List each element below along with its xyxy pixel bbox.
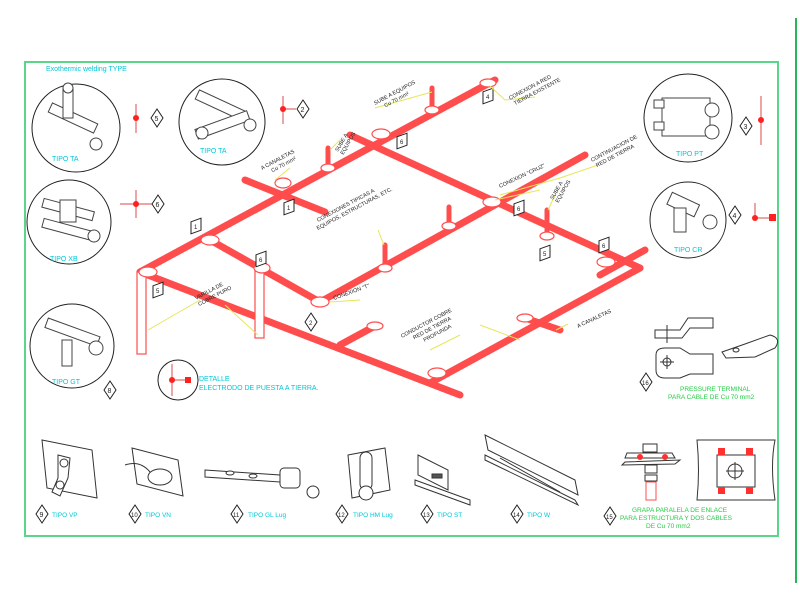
- bottom-type-label: TIPO ST: [437, 512, 462, 519]
- weld-type-num: 5: [155, 116, 159, 123]
- conductor-branch-canaleta: [241, 176, 329, 216]
- weld-joint: [310, 296, 330, 308]
- weld-joint: [424, 105, 440, 115]
- weld-type-ta-2: TIPO TA 2: [178, 78, 310, 166]
- weld-type-num: 6: [156, 202, 160, 209]
- pressure-terminal-line-2: PARA CABLE DE Cu 70 mm2: [668, 394, 755, 401]
- weld-joint: [427, 367, 447, 379]
- grapa-num: 15: [606, 515, 613, 521]
- pressure-terminal: 16 PRESSURE TERMINAL PARA CABLE DE Cu 70…: [639, 317, 779, 401]
- grid-tag: 1: [194, 225, 198, 231]
- grid-tag: 6: [259, 258, 263, 264]
- weld-joint: [138, 266, 158, 278]
- weld-joint: [516, 313, 534, 323]
- bottom-type-label: TIPO VP: [52, 512, 78, 519]
- ground-rod-left: [136, 271, 147, 355]
- grid-tag: 5: [543, 252, 547, 258]
- grapa-line-3: DE Cu 70 mm2: [646, 523, 691, 530]
- weld-joint: [441, 221, 457, 231]
- weld-type-num: 4: [733, 213, 737, 220]
- type-gl-lug: 11 TIPO GL Lug: [204, 467, 320, 524]
- bottom-type-label: TIPO VN: [145, 512, 171, 519]
- grid-tag: 6: [517, 207, 521, 213]
- weld-joint: [479, 78, 497, 88]
- detail-title: DETALLE: [199, 376, 230, 383]
- weld-type-ta-1: TIPO TA 5: [31, 82, 164, 173]
- grapa-line-2: PARA ESTRUCTURA Y DOS CABLES: [620, 515, 733, 522]
- bottom-type-num: 9: [40, 512, 44, 519]
- grounding-grid: 5 6 1 1 4 6 2 6 5 6: [136, 74, 649, 399]
- bottom-type-num: 14: [513, 513, 520, 519]
- weld-type-pt: TIPO PT 3: [643, 73, 764, 163]
- sheet-border-line: [795, 18, 797, 583]
- bottom-type-label: TIPO HM Lug: [353, 512, 393, 519]
- weld-type-gt: TIPO GT 8: [29, 303, 117, 400]
- drawing-frame: [24, 61, 779, 537]
- weld-type-label: TIPO TA: [52, 156, 79, 163]
- label-equipos-estructuras: EQUIPOS, ESTRUCTURAS, ETC.: [316, 186, 394, 231]
- grid-tag: 4: [486, 95, 490, 101]
- grid-tag: 6: [602, 244, 606, 250]
- weld-type-cr: TIPO CR 4: [649, 181, 776, 259]
- weld-type-xb: TIPO XB 6: [26, 179, 165, 265]
- bottom-type-num: 11: [233, 513, 240, 519]
- type-vp: 9 TIPO VP: [35, 439, 98, 524]
- grapa-paralela: 15 GRAPA PARALELA DE ENLACE PARA ESTRUCT…: [603, 439, 776, 530]
- type-st: 13 TIPO ST: [414, 454, 471, 524]
- weld-joint: [371, 128, 391, 140]
- grapa-line-1: GRAPA PARALELA DE ENLACE: [632, 507, 728, 514]
- bottom-type-num: 10: [131, 513, 138, 519]
- weld-joint: [200, 234, 220, 246]
- weld-type-label: TIPO GT: [52, 379, 81, 386]
- weld-type-label: TIPO PT: [676, 151, 704, 158]
- weld-joint: [274, 177, 292, 189]
- detail-subtitle: ELECTRODO DE PUESTA A TIERRA.: [199, 385, 319, 392]
- weld-type-label: TIPO CR: [674, 247, 702, 254]
- weld-type-num: 2: [301, 107, 305, 114]
- grid-tag: 2: [309, 321, 313, 327]
- conductor-left-run: [136, 268, 464, 399]
- weld-joint: [482, 196, 502, 208]
- weld-joint: [377, 263, 393, 273]
- type-vn: 10 TIPO VN: [124, 447, 184, 524]
- weld-joint: [320, 163, 336, 173]
- conductor-right-run: [426, 264, 644, 387]
- grid-tag: 5: [156, 289, 160, 295]
- pressure-terminal-num: 16: [642, 381, 649, 387]
- bottom-type-num: 12: [338, 513, 345, 519]
- weld-type-label: TIPO TA: [200, 148, 227, 155]
- type-hm-lug: 12 TIPO HM Lug: [335, 447, 393, 524]
- ground-rod-right: [254, 267, 265, 339]
- bottom-type-label: TIPO GL Lug: [248, 512, 286, 519]
- label-a-canaletas-2: A CANALETAS: [576, 309, 613, 330]
- bottom-type-num: 13: [423, 513, 430, 519]
- grid-tag: 6: [400, 140, 404, 146]
- grid-tag: 1: [287, 206, 291, 212]
- weld-joint: [596, 256, 616, 268]
- drawing-title: Exothermic welding TYPE: [46, 66, 127, 73]
- grid-tags: 5 6 1 1 4 6 2 6 5 6: [152, 87, 610, 332]
- weld-type-num: 3: [744, 124, 748, 131]
- bottom-type-label: TIPO W: [527, 512, 551, 519]
- weld-type-label: TIPO XB: [50, 256, 78, 263]
- pressure-terminal-line-1: PRESSURE TERMINAL: [680, 386, 751, 393]
- weld-joint: [366, 321, 384, 331]
- weld-type-num: 8: [108, 388, 112, 395]
- detail-electrodo: DETALLE ELECTRODO DE PUESTA A TIERRA.: [157, 359, 319, 401]
- type-w: 14 TIPO W: [484, 434, 580, 524]
- weld-joint: [539, 231, 555, 241]
- conductor-stub-right: [596, 246, 649, 279]
